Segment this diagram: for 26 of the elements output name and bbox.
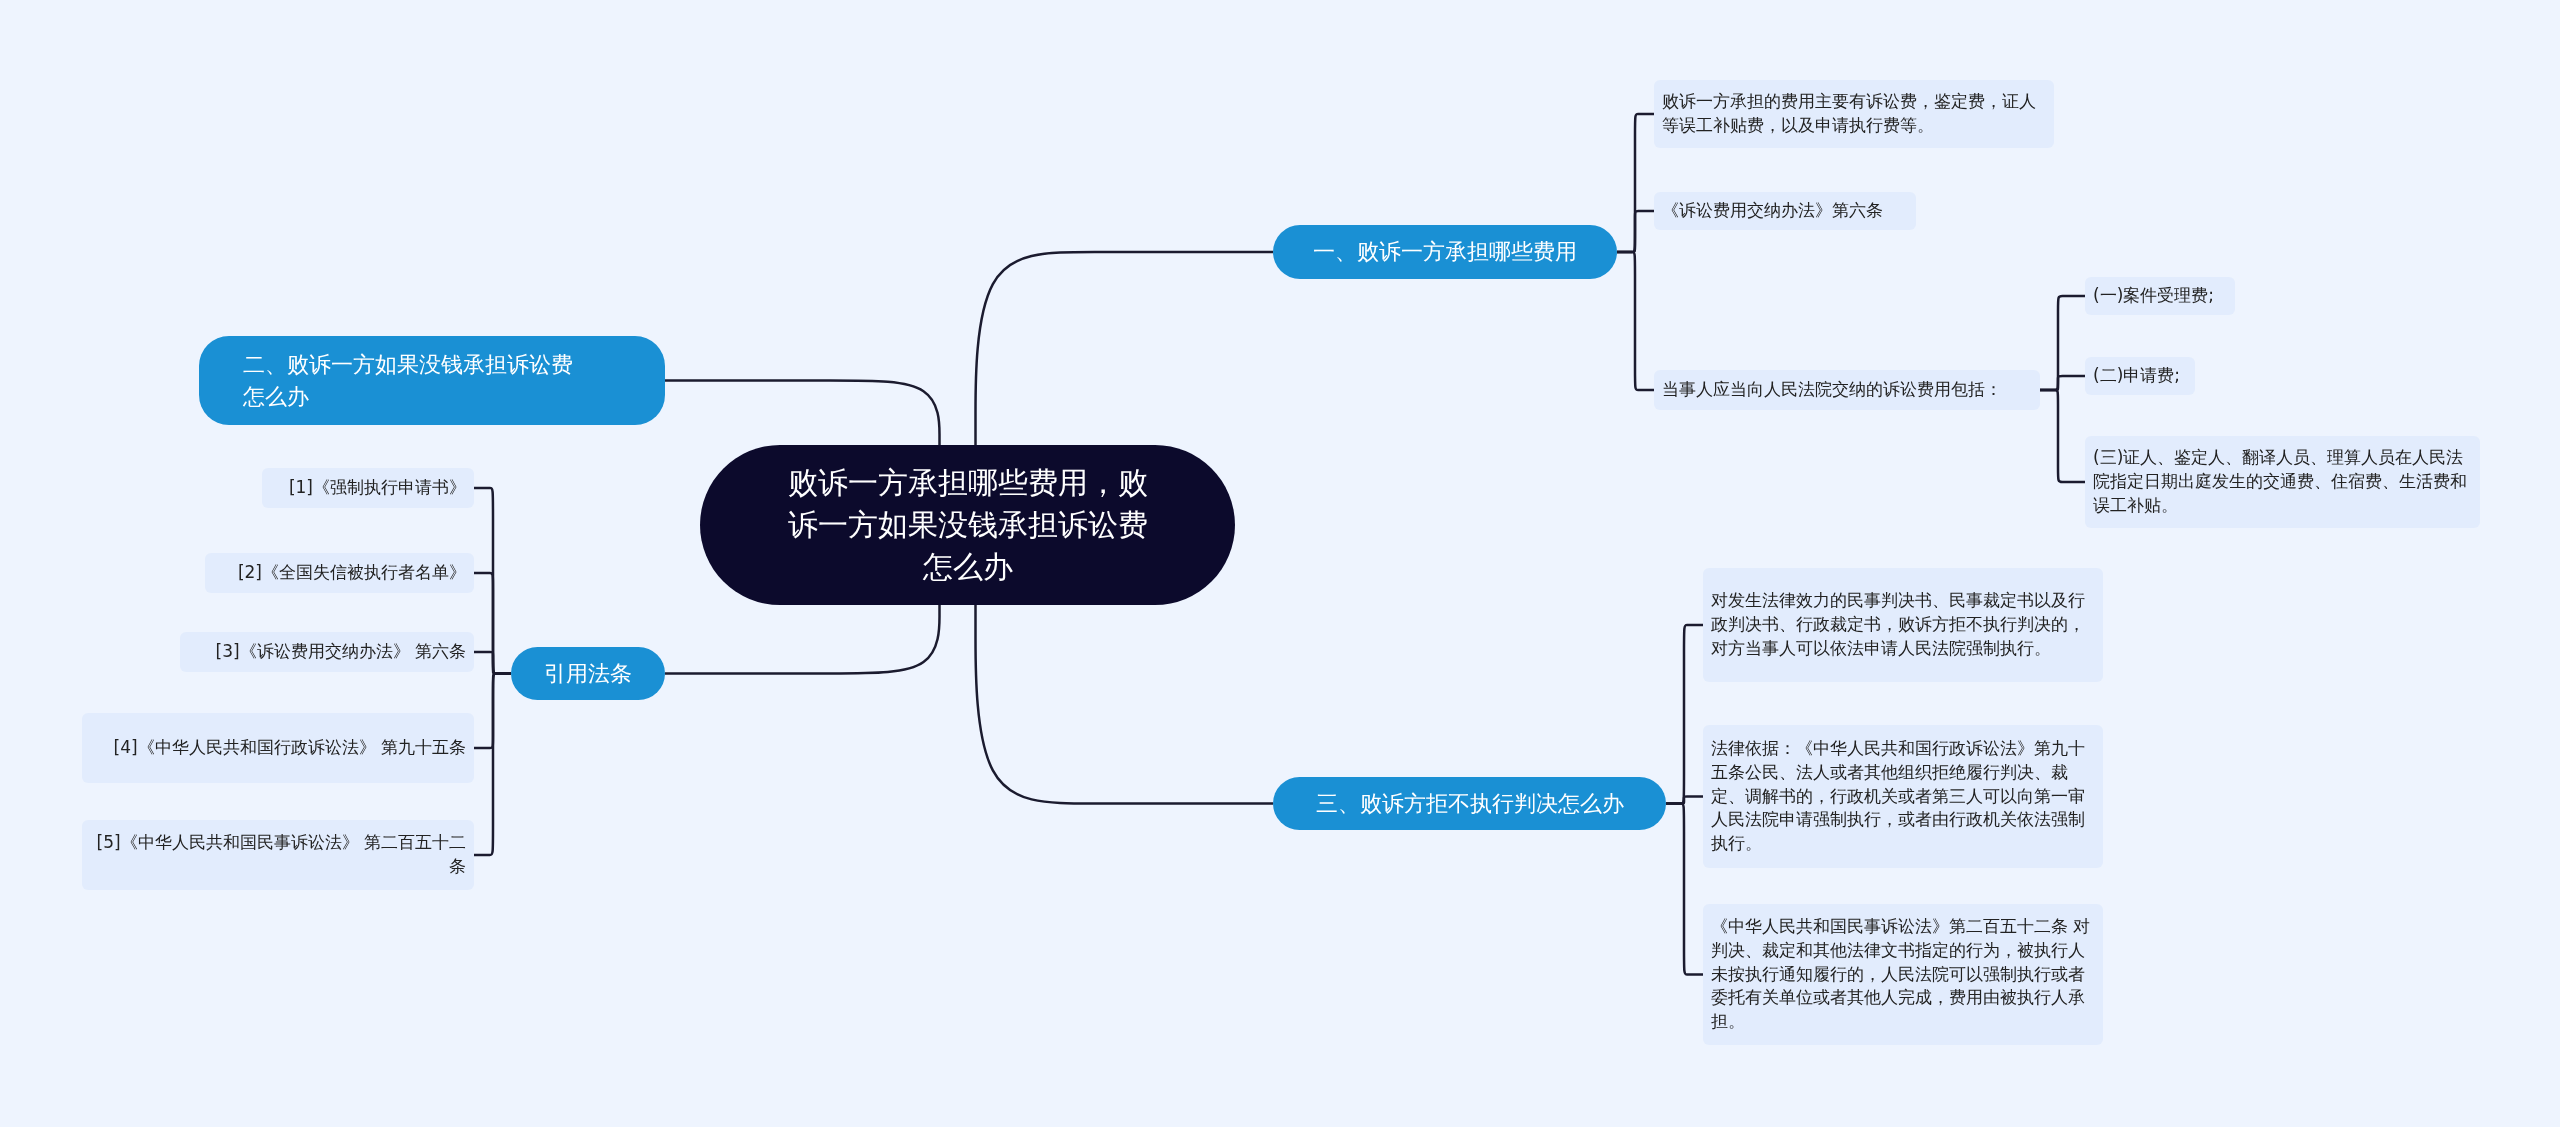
branch-topic: 二、败诉一方如果没钱承担诉讼费怎么办 bbox=[199, 336, 665, 425]
subtopic-card: 当事人应当向人民法院交纳的诉讼费用包括： bbox=[1654, 370, 2040, 410]
branch-topic: 一、败诉一方承担哪些费用 bbox=[1273, 225, 1617, 279]
branch-topic: 引用法条 bbox=[511, 647, 665, 700]
connector-line bbox=[1617, 250, 1654, 392]
subtopic-card: [3]《诉讼费用交纳办法》 第六条 bbox=[180, 632, 474, 672]
subtopic-card: (一)案件受理费; bbox=[2085, 277, 2235, 315]
subtopic-card: 对发生法律效力的民事判决书、民事裁定书以及行政判决书、行政裁定书，败诉方拒不执行判决的，对方当事人可以依法申请人民法院强制执行。 bbox=[1703, 568, 2103, 682]
subtopic-card: [2]《全国失信被执行者名单》 bbox=[205, 553, 474, 593]
connector-line bbox=[474, 672, 511, 857]
subtopic-card: (三)证人、鉴定人、翻译人员、理算人员在人民法院指定日期出庭发生的交通费、住宿费、生活费和误工补贴。 bbox=[2085, 436, 2480, 528]
connector-line bbox=[1666, 802, 1703, 976]
subtopic-card: [5]《中华人民共和国民事诉讼法》 第二百五十二条 bbox=[82, 820, 474, 890]
central-topic: 败诉一方承担哪些费用，败诉一方如果没钱承担诉讼费怎么办 bbox=[700, 445, 1235, 605]
subtopic-card: [1]《强制执行申请书》 bbox=[262, 468, 474, 508]
subtopic-card: 《中华人民共和国民事诉讼法》第二百五十二条 对判决、裁定和其他法律文书指定的行为，被执行人未按执行通知履行的，人民法院可以强制执行或者委托有关单位或者其他人完成，费用由被执行人承担。 bbox=[1703, 904, 2103, 1045]
connector-line bbox=[974, 605, 1273, 805]
connector-line bbox=[974, 250, 1273, 445]
subtopic-card: 《诉讼费用交纳办法》第六条 bbox=[1654, 192, 1916, 230]
subtopic-card: 法律依据：《中华人民共和国行政诉讼法》第九十五条公民、法人或者其他组织拒绝履行判决、裁定、调解书的，行政机关或者第三人可以向第一审人民法院申请强制执行，或者由行政机关依法强制执行。 bbox=[1703, 725, 2103, 868]
connector-line bbox=[665, 605, 941, 675]
subtopic-card: (二)申请费; bbox=[2085, 357, 2195, 395]
subtopic-card: [4]《中华人民共和国行政诉讼法》 第九十五条 bbox=[82, 713, 474, 783]
connector-line bbox=[665, 379, 941, 445]
subtopic-card: 败诉一方承担的费用主要有诉讼费，鉴定费，证人等误工补贴费，以及申请执行费等。 bbox=[1654, 80, 2054, 148]
branch-topic: 三、败诉方拒不执行判决怎么办 bbox=[1273, 777, 1666, 830]
